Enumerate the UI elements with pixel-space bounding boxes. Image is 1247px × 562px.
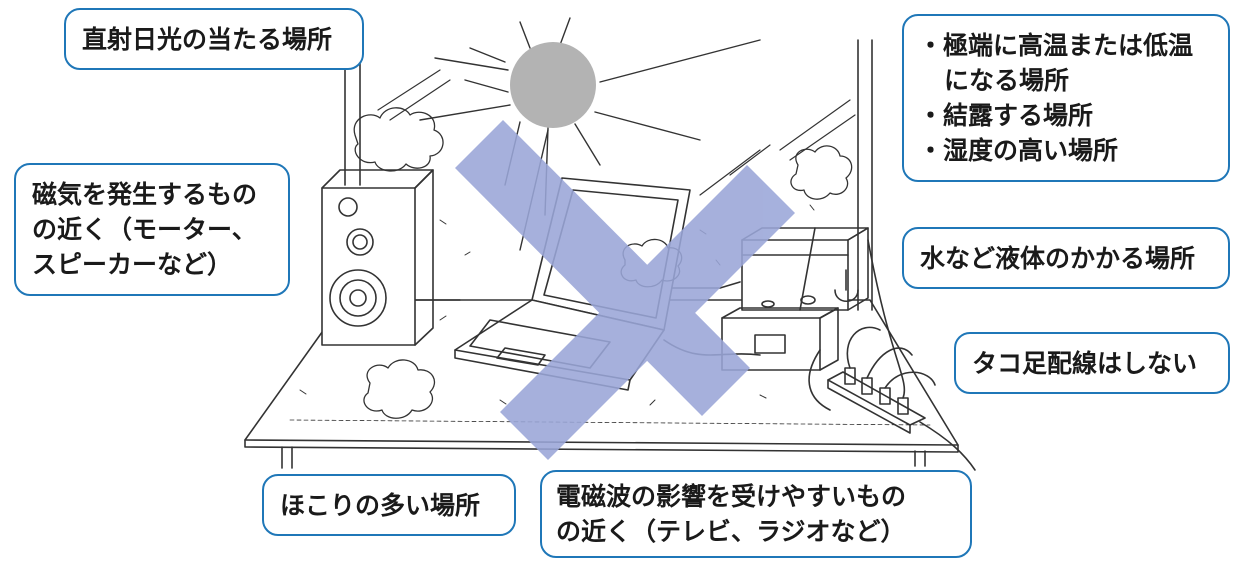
callout-dust: ほこりの多い場所 (262, 474, 516, 536)
callout-extreme-temperature: ・極端に高温または低温 になる場所 ・結露する場所 ・湿度の高い場所 (902, 14, 1230, 182)
callout-text: タコ足配線はしない (972, 348, 1198, 378)
callout-magnetism: 磁気を発生するもの の近く（モーター、 スピーカーなど） (14, 163, 290, 296)
callout-direct-sunlight: 直射日光の当たる場所 (64, 8, 364, 70)
callout-text: スピーカーなど） (32, 250, 233, 279)
callout-text: 電磁波の影響を受けやすいもの (556, 482, 907, 511)
callout-liquid: 水など液体のかかる場所 (902, 227, 1230, 289)
forbidden-cross-mark (455, 120, 795, 460)
sun (510, 42, 596, 128)
callout-text: の近く（モーター、 (32, 215, 257, 244)
speaker (321, 169, 434, 346)
power-strip (808, 239, 976, 471)
callout-text: 直射日光の当たる場所 (82, 24, 333, 54)
callout-electromagnetic: 電磁波の影響を受けやすいもの の近く（テレビ、ラジオなど） (540, 470, 972, 558)
callout-text: ほこりの多い場所 (280, 490, 481, 520)
desk (244, 299, 959, 469)
callout-text: 水など液体のかかる場所 (920, 243, 1196, 273)
callout-text: ・極端に高温または低温 (918, 31, 1194, 60)
callout-text: ・結露する場所 (918, 101, 1094, 130)
callout-text: の近く（テレビ、ラジオなど） (556, 517, 906, 546)
callout-text: になる場所 (944, 66, 1070, 95)
callout-text: ・湿度の高い場所 (918, 136, 1119, 165)
glass-reflections (377, 69, 856, 196)
callout-text: 磁気を発生するもの (32, 180, 258, 209)
callout-octopus-wiring: タコ足配線はしない (954, 332, 1230, 394)
